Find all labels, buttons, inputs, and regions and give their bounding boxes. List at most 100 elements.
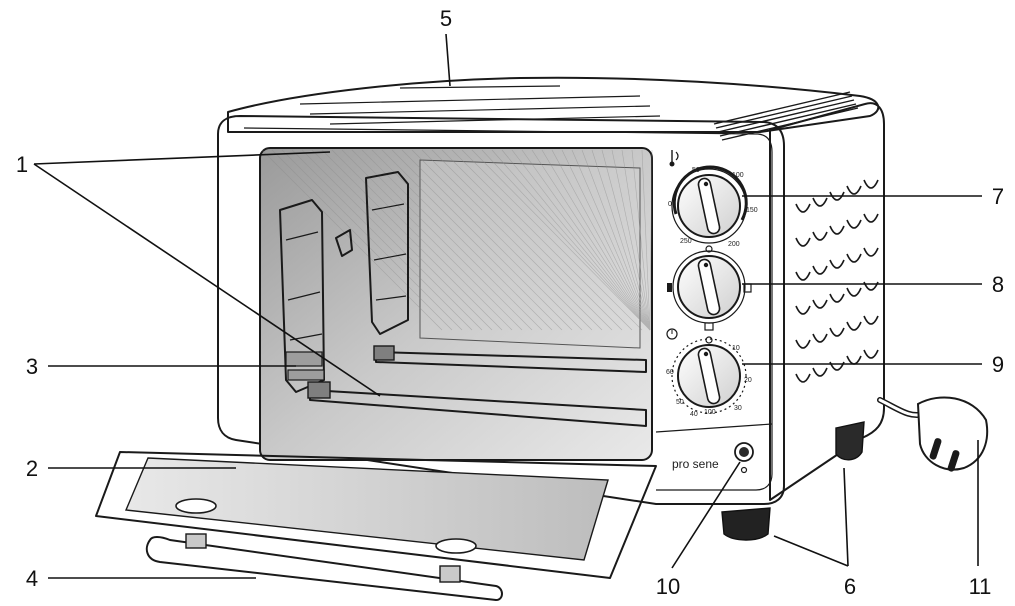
side-vent-scallop <box>812 299 828 309</box>
cavity-hatch-line <box>521 149 651 331</box>
timer-mark-10: 10 <box>732 345 740 352</box>
timer-mark-50: 50 <box>676 399 684 406</box>
cavity-hatch-line <box>551 149 651 331</box>
wall-hook <box>335 229 353 257</box>
side-vent-scallop <box>812 367 828 377</box>
side-vent-scallop <box>795 373 811 383</box>
side-vents <box>795 179 879 383</box>
cavity-hatch-line <box>471 149 651 331</box>
callout-7: 7 <box>992 184 1004 209</box>
side-vent-scallop <box>829 259 845 269</box>
callout-2: 2 <box>26 456 38 481</box>
side-vent-scallop <box>846 321 862 331</box>
timer-dial[interactable]: 10 20 30 40 50 60 100 <box>666 336 752 418</box>
cavity-hatch-line <box>591 149 651 331</box>
side-vent-scallop <box>846 287 862 297</box>
side-vent-scallop <box>795 203 811 213</box>
side-vent-grille <box>713 91 859 141</box>
cavity-hatch-line <box>271 149 453 331</box>
leader-lines <box>33 33 982 579</box>
timer-mark-100: 100 <box>704 409 716 416</box>
cavity-hatch-line <box>391 149 573 331</box>
cavity-hatch-line <box>281 149 463 331</box>
cavity-hatch-line <box>511 149 651 331</box>
side-vent-scallop <box>863 315 879 325</box>
power-symbol-icon <box>740 466 748 474</box>
timer-mark-60: 60 <box>666 369 674 376</box>
thermometer-icon <box>669 150 679 167</box>
side-vent-scallop <box>795 271 811 281</box>
temperature-dial[interactable]: 50 100 150 200 250 0 <box>668 165 758 248</box>
side-vent-scallop <box>829 225 845 235</box>
grill-icon <box>667 283 672 292</box>
control-panel: 50 100 150 200 250 0 <box>655 150 773 474</box>
cavity-hatch-line <box>401 149 583 331</box>
callout-8: 8 <box>992 272 1004 297</box>
callout-4: 4 <box>26 566 38 591</box>
side-vent-scallop <box>863 247 879 257</box>
cavity-hatch-line <box>481 149 651 331</box>
oven-door[interactable] <box>95 451 657 579</box>
cavity-hatch-line <box>561 149 651 331</box>
side-vent-scallop <box>812 333 828 343</box>
side-vent-scallop <box>829 293 845 303</box>
timer-mark-30: 30 <box>734 405 742 412</box>
side-vent-scallop <box>795 237 811 247</box>
temp-mark-150: 150 <box>746 207 758 214</box>
power-cord <box>877 396 989 472</box>
cavity-hatch-line <box>301 149 483 331</box>
cavity-hatch-line <box>461 149 643 331</box>
cavity-hatch-line <box>361 149 543 331</box>
rack-support-left <box>279 199 325 393</box>
cavity-hatch-line <box>531 149 651 331</box>
cavity-hatch-line <box>381 149 563 331</box>
cavity-hatch-line <box>621 149 651 331</box>
callout-1: 1 <box>16 152 28 177</box>
side-vent-scallop <box>863 213 879 223</box>
clock-icon <box>666 328 678 340</box>
side-vent-scallop <box>829 191 845 201</box>
cavity-hatch-line <box>421 149 603 331</box>
callout-5: 5 <box>440 6 452 31</box>
callouts: 5 1 3 2 4 7 8 9 10 6 11 <box>16 6 1004 599</box>
side-vent-scallop <box>795 305 811 315</box>
side-vent-scallop <box>863 179 879 189</box>
temp-mark-0: 0 <box>668 201 672 208</box>
cavity-hatch-line <box>291 149 473 331</box>
timer-off-icon <box>705 336 713 344</box>
rack-rails <box>307 345 647 427</box>
side-vent-scallop <box>846 253 862 263</box>
top-vents <box>299 85 661 125</box>
side-vent-scallop <box>812 265 828 275</box>
cavity-hatch-line <box>351 149 533 331</box>
callout-6: 6 <box>844 574 856 599</box>
rack-support-right <box>365 171 409 335</box>
bottom-heat-icon <box>704 322 714 331</box>
cavity-hatch-line <box>331 149 513 331</box>
door-glass <box>124 457 609 561</box>
side-vent-scallop <box>812 197 828 207</box>
cavity-hatch-line <box>491 149 651 331</box>
function-dial[interactable] <box>667 245 752 331</box>
cavity-hatch-line <box>501 149 651 331</box>
side-vent-scallop <box>812 231 828 241</box>
door-handle[interactable] <box>145 533 503 601</box>
cavity-hatch-line <box>441 149 623 331</box>
cavity-hatch-line <box>631 149 651 331</box>
temp-mark-50: 50 <box>692 167 700 174</box>
side-vent-scallop <box>846 185 862 195</box>
power-plug <box>916 396 989 472</box>
cavity-hatch-line <box>321 149 503 331</box>
cavity-hatch-line <box>311 149 493 331</box>
side-vent-scallop <box>863 349 879 359</box>
cavity-hatch-line <box>341 149 523 331</box>
side-vent-scallop <box>795 339 811 349</box>
temp-mark-100: 100 <box>732 172 744 179</box>
cavity-hatch-line <box>541 149 651 331</box>
cavity-hatch-line <box>641 149 651 331</box>
temp-mark-250: 250 <box>680 238 692 245</box>
callout-9: 9 <box>992 352 1004 377</box>
power-indicator-light <box>734 442 754 474</box>
callout-11: 11 <box>969 574 992 599</box>
